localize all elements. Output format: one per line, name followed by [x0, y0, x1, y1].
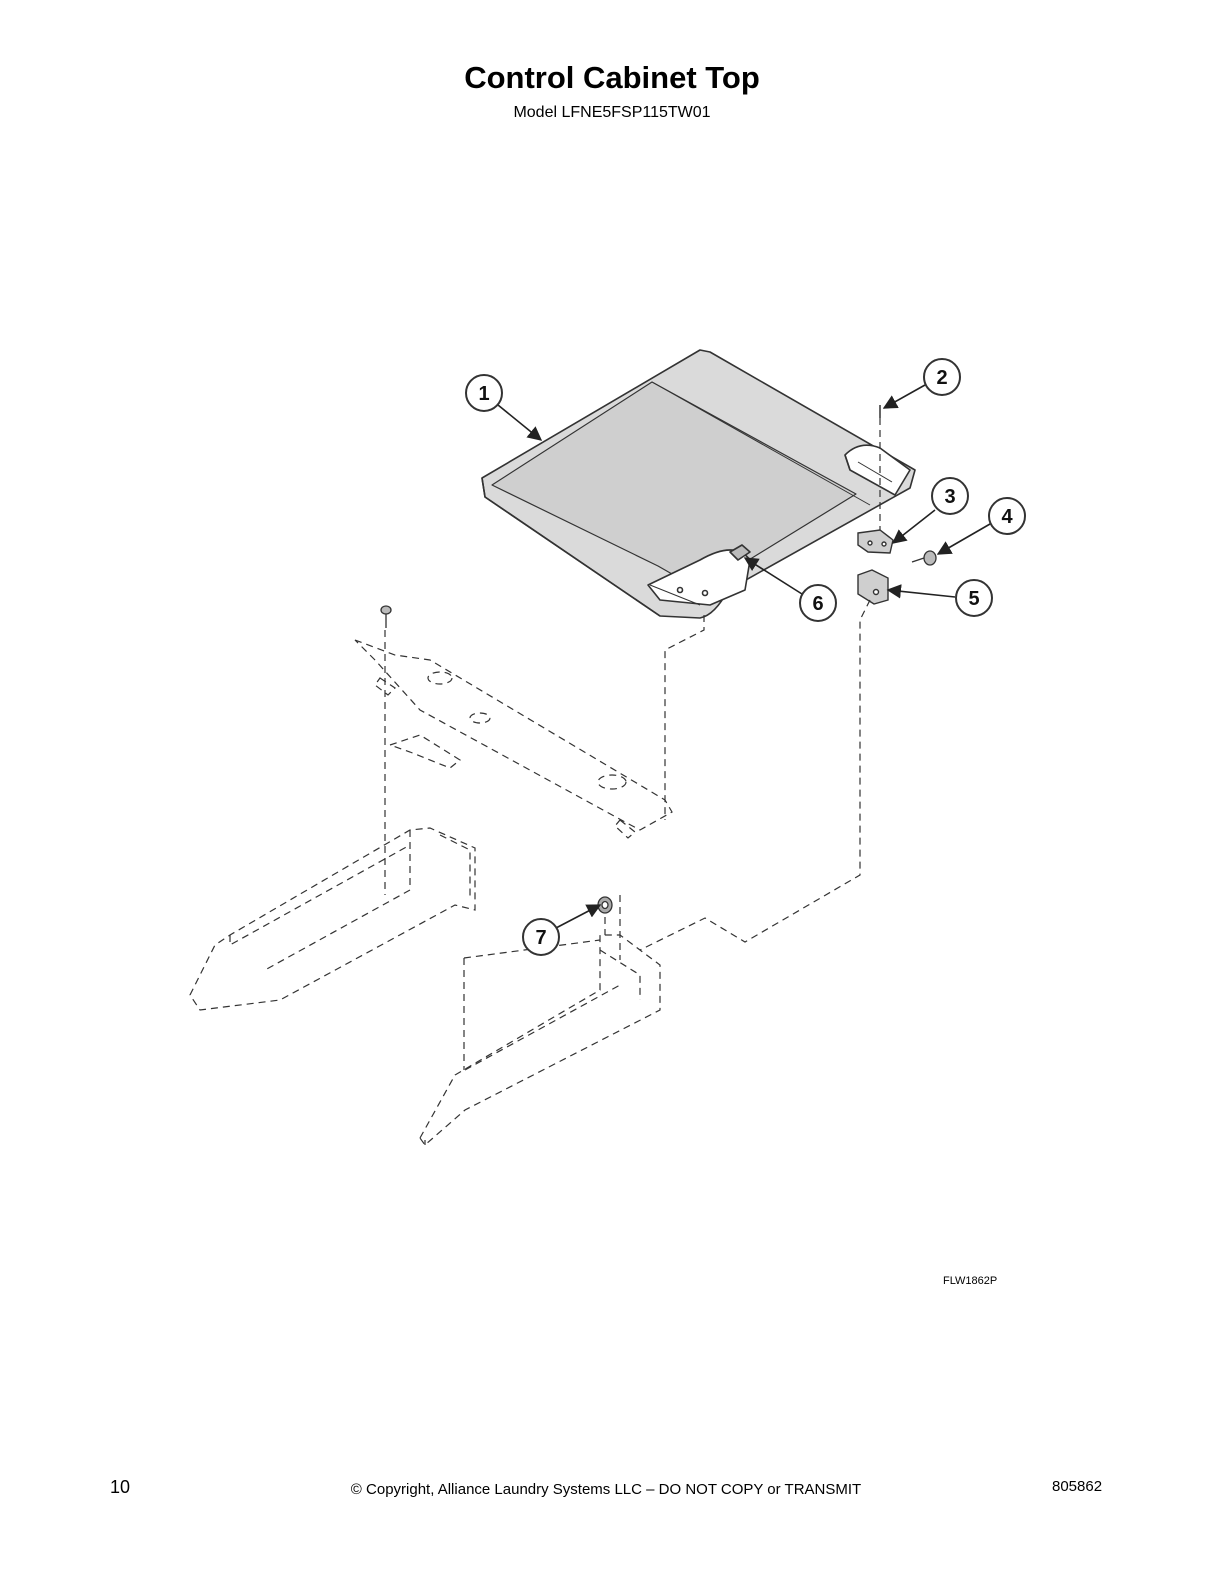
- callout-7: 7: [522, 918, 560, 956]
- callout-4: 4: [988, 497, 1026, 535]
- svg-text:4: 4: [1001, 506, 1013, 528]
- page-number: 10: [110, 1477, 131, 1497]
- callout-1: 1: [465, 374, 503, 412]
- callout-6: 6: [799, 584, 837, 622]
- model-subtitle: Model LFNE5FSP115TW01: [513, 104, 711, 121]
- screw: [911, 550, 937, 566]
- cabinet-top-panel: [481, 349, 916, 619]
- callout-leaders: [497, 384, 991, 929]
- svg-text:5: 5: [968, 588, 979, 610]
- hinge-block: [857, 569, 889, 605]
- svg-text:1: 1: [478, 383, 489, 405]
- hinge-bracket: [857, 529, 894, 554]
- drawing-code: FLW1862P: [943, 1275, 998, 1287]
- nut: [597, 896, 613, 914]
- svg-text:2: 2: [936, 367, 947, 389]
- svg-text:7: 7: [535, 927, 546, 949]
- page-title: Control Cabinet Top: [464, 60, 760, 95]
- cabinet-frame-dashed: [189, 418, 881, 1146]
- rail-screw: [380, 605, 392, 628]
- callout-3: 3: [931, 477, 969, 515]
- svg-text:3: 3: [944, 486, 955, 508]
- callout-2: 2: [923, 358, 961, 396]
- svg-text:6: 6: [812, 593, 823, 615]
- callout-5: 5: [955, 579, 993, 617]
- document-number: 805862: [1052, 1478, 1103, 1495]
- copyright-notice: © Copyright, Alliance Laundry Systems LL…: [350, 1481, 862, 1498]
